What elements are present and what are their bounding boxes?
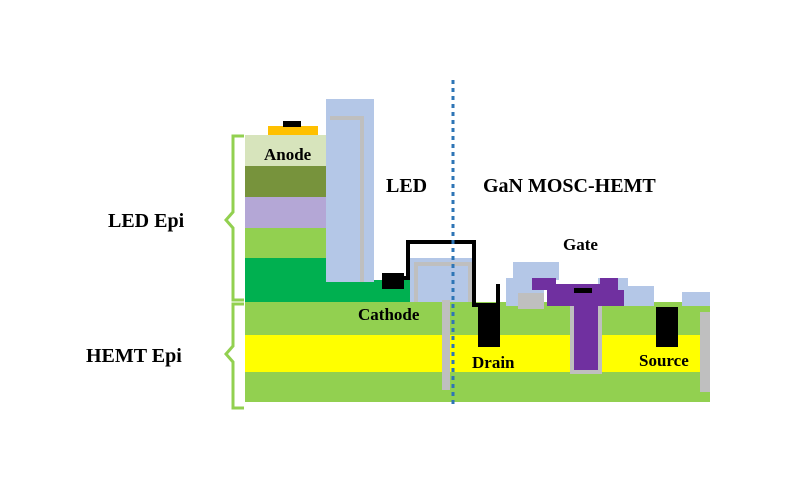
anode-contact-pad [268, 126, 318, 135]
source-label: Source [639, 351, 689, 370]
source-side-spacer [700, 312, 710, 392]
led-passivation [326, 99, 374, 282]
led-label: LED [386, 175, 427, 197]
anode-contact-metal [283, 121, 301, 127]
drain-label: Drain [472, 353, 515, 372]
led-sidewall-spacer [330, 116, 364, 282]
hemt-passivation-right [624, 286, 654, 306]
isolation-spacer [442, 300, 450, 390]
gate-contact-metal [574, 288, 592, 293]
drain-gate-spacer [518, 293, 544, 309]
interconnect-spacer [414, 262, 472, 302]
barrier-layer [245, 302, 710, 335]
mosc-hemt-label: GaN MOSC-HEMT [483, 175, 656, 197]
hemt-epi-bracket [224, 302, 244, 410]
channel-layer [245, 335, 710, 372]
led-epi-bracket [224, 134, 244, 302]
hemt-passivation-mid [513, 262, 559, 280]
interconnect-passivation [410, 258, 474, 302]
cathode-label: Cathode [358, 305, 420, 324]
hemt-passivation-edge [682, 292, 710, 306]
gate-label: Gate [563, 235, 598, 254]
substrate-layer [245, 372, 710, 402]
led-epi-label: LED Epi [108, 210, 185, 232]
hemt-epi-label: HEMT Epi [86, 345, 182, 367]
cathode-drain-interconnect [384, 240, 500, 307]
drain-contact [478, 305, 500, 347]
t-gate [532, 278, 624, 370]
anode-label: Anode [264, 145, 312, 164]
cathode-contact-metal [382, 273, 404, 289]
source-contact [656, 307, 678, 347]
